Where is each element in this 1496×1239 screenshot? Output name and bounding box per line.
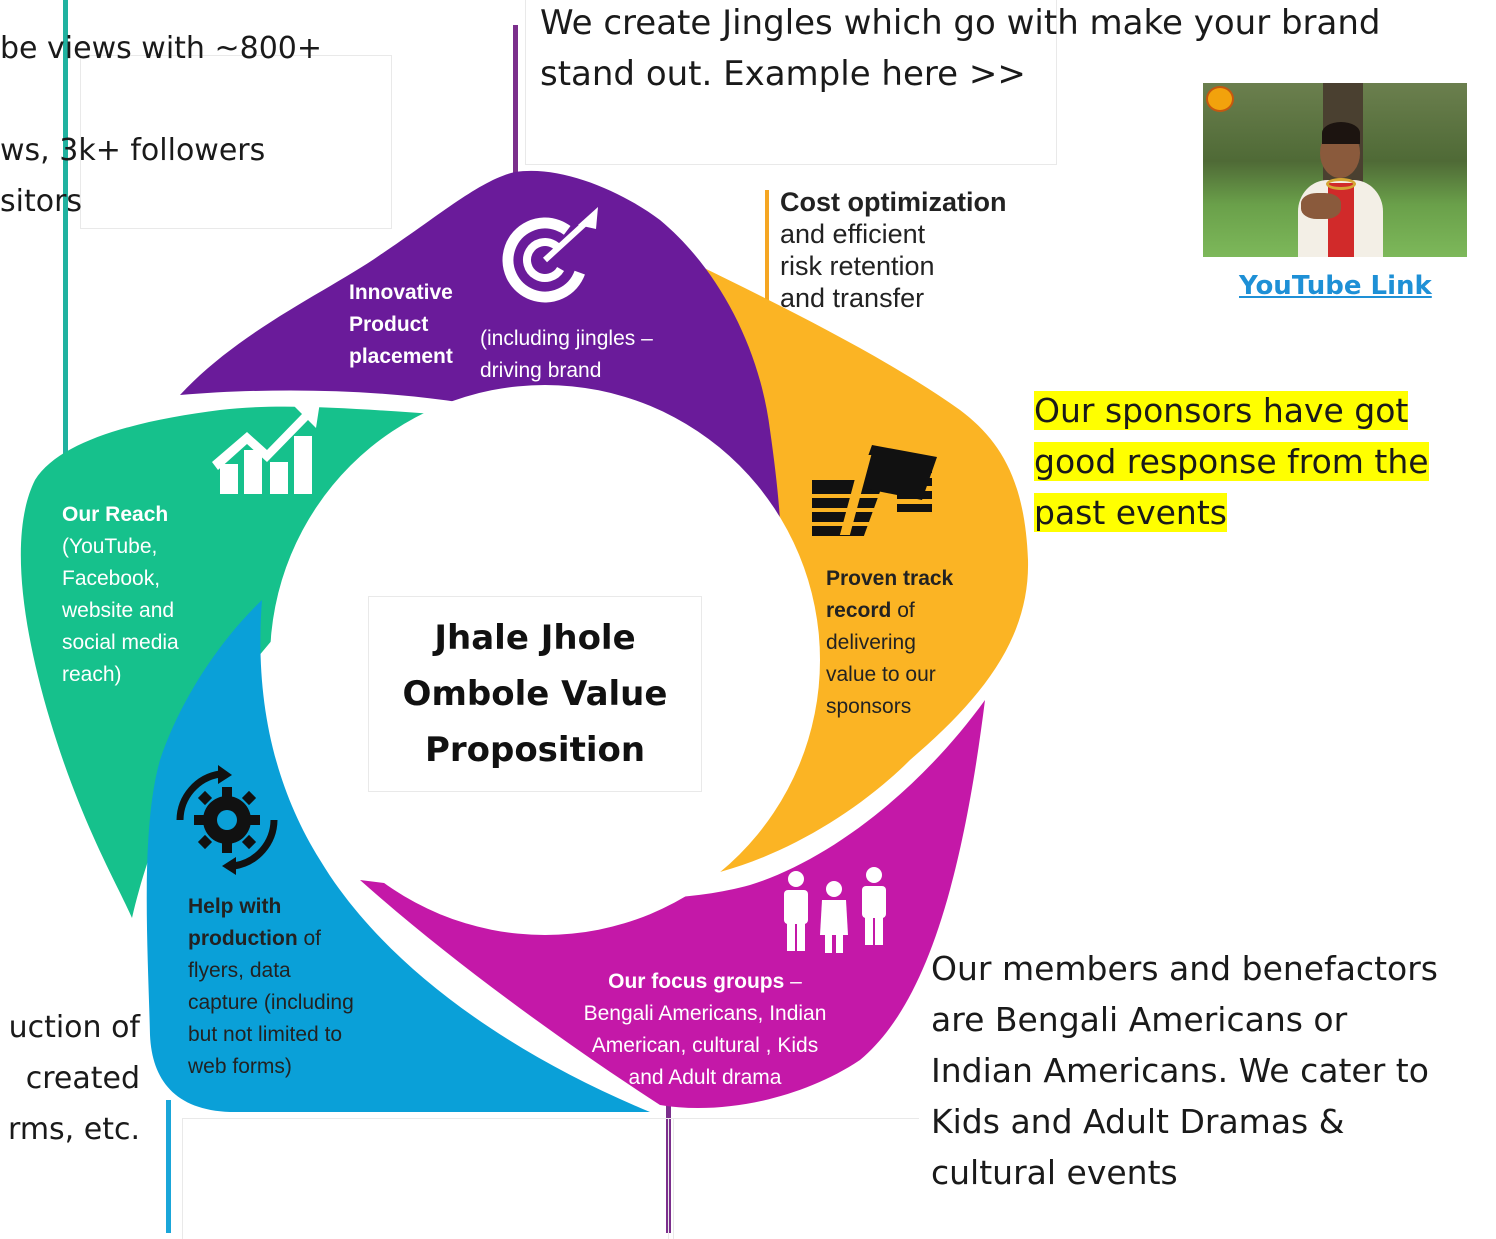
reach-title: Our Reach: [62, 503, 169, 526]
reach-stats-line3: sitors: [0, 184, 83, 219]
cost-note-title: Cost optimization: [780, 187, 1007, 217]
reach-line6: reach): [62, 663, 122, 686]
members-note: Our members and benefactors are Bengali …: [931, 943, 1438, 1198]
hand-figure: [1301, 193, 1341, 219]
top-text-frame: [525, 0, 1057, 165]
gear-cycle-icon: [176, 765, 278, 875]
proven-title-line2: record: [826, 599, 892, 622]
reach-stats-line1: be views with ~800+: [0, 31, 323, 66]
production-title-line2: production: [188, 927, 298, 950]
focus-title: Our focus groups: [608, 970, 785, 993]
cost-note-line3: risk retention: [780, 251, 935, 281]
members-note-line5: cultural events: [931, 1153, 1178, 1192]
proven-line3: delivering: [826, 631, 916, 654]
production-note-line1: uction of: [8, 1010, 140, 1045]
sponsors-note-line1: Our sponsors have got: [1034, 391, 1409, 430]
segment-reach: [20, 406, 530, 918]
orange-connector-line: [765, 190, 769, 310]
cost-note-line4: and transfer: [780, 283, 925, 313]
jingles-note-line2: stand out. Example here >>: [540, 54, 1026, 94]
innovative-desc: (including jingles – driving brand build…: [480, 323, 653, 419]
production-text: Help with production of flyers, data cap…: [188, 891, 354, 1083]
person-figure: [1298, 122, 1383, 257]
bottom-right-frame: [668, 1118, 919, 1239]
segment-innovative: [180, 170, 782, 600]
production-line6: web forms): [188, 1055, 292, 1078]
proven-line5: sponsors: [826, 695, 912, 718]
production-note-line2: created: [25, 1061, 140, 1096]
jingles-note: We create Jingles which go with make you…: [540, 0, 1381, 100]
reach-text: Our Reach (YouTube, Facebook, website an…: [62, 499, 179, 691]
center-title-line2: Ombole Value: [402, 674, 668, 714]
innovative-desc-line1: (including jingles –: [480, 327, 653, 350]
reach-stats-note: be views with ~800+ ws, 3k+ followers si…: [0, 23, 322, 227]
production-note: uction of created rms, etc.: [8, 1002, 140, 1155]
growth-chart-icon: [212, 402, 320, 494]
focus-dash: –: [784, 970, 802, 993]
segment-focus: [360, 700, 985, 1108]
production-line3: flyers, data: [188, 959, 291, 982]
focus-line2: Bengali Americans, Indian: [583, 1002, 827, 1025]
innovative-desc-line2: driving brand: [480, 359, 602, 382]
cost-note: Cost optimization and efficient risk ret…: [780, 186, 1006, 314]
production-of: of: [297, 927, 322, 950]
proven-of: of: [891, 599, 915, 622]
reach-line2: (YouTube,: [62, 535, 158, 558]
focus-line4: and Adult drama: [628, 1066, 782, 1089]
sponsors-note: Our sponsors have got good response from…: [1034, 385, 1429, 538]
members-note-line4: Kids and Adult Dramas &: [931, 1102, 1345, 1141]
proven-text: Proven track record of delivering value …: [826, 563, 953, 723]
innovative-title-line3: placement: [349, 345, 453, 368]
money-stack-icon: [812, 445, 937, 536]
production-line5: but not limited to: [188, 1023, 343, 1046]
innovative-title: Innovative Product placement: [349, 277, 453, 373]
production-note-line3: rms, etc.: [8, 1112, 140, 1147]
innovative-title-line2: Product: [349, 313, 429, 336]
sponsors-note-line2: good response from the: [1034, 442, 1429, 481]
blue-connector-line: [166, 1100, 171, 1233]
reach-line4: website and: [62, 599, 175, 622]
innovative-title-line1: Innovative: [349, 281, 453, 304]
focus-line3: American, cultural , Kids: [591, 1034, 819, 1057]
members-note-line2: are Bengali Americans or: [931, 1000, 1348, 1039]
sponsors-note-line3: past events: [1034, 493, 1227, 532]
production-line4: capture (including: [188, 991, 354, 1014]
people-icon: [784, 867, 886, 953]
reach-line3: Facebook,: [62, 567, 161, 590]
center-title-line1: Jhale Jhole: [434, 618, 636, 658]
bottom-left-frame: [182, 1118, 674, 1239]
reach-stats-line2: ws, 3k+ followers: [0, 133, 266, 168]
segment-production: [146, 600, 650, 1112]
members-note-line3: Indian Americans. We cater to: [931, 1051, 1429, 1090]
channel-logo-icon: [1206, 86, 1234, 112]
teal-connector-line: [63, 0, 68, 470]
youtube-thumbnail[interactable]: [1203, 83, 1467, 257]
proven-line4: value to our: [826, 663, 936, 686]
target-icon: [502, 207, 598, 303]
reach-line5: social media: [62, 631, 179, 654]
cost-note-line2: and efficient: [780, 219, 926, 249]
jingles-note-line1: We create Jingles which go with make you…: [540, 3, 1381, 43]
production-title-line1: Help with: [188, 895, 282, 918]
focus-text: Our focus groups – Bengali Americans, In…: [560, 966, 850, 1094]
center-title-box: Jhale Jhole Ombole Value Proposition: [368, 596, 702, 792]
proven-title-line1: Proven track: [826, 567, 954, 590]
members-note-line1: Our members and benefactors: [931, 949, 1438, 988]
purple-connector-line: [513, 25, 518, 175]
left-text-frame: [80, 55, 392, 229]
youtube-link[interactable]: YouTube Link: [1239, 271, 1432, 301]
center-title-line3: Proposition: [424, 730, 646, 770]
innovative-desc-line3: building): [480, 391, 560, 414]
